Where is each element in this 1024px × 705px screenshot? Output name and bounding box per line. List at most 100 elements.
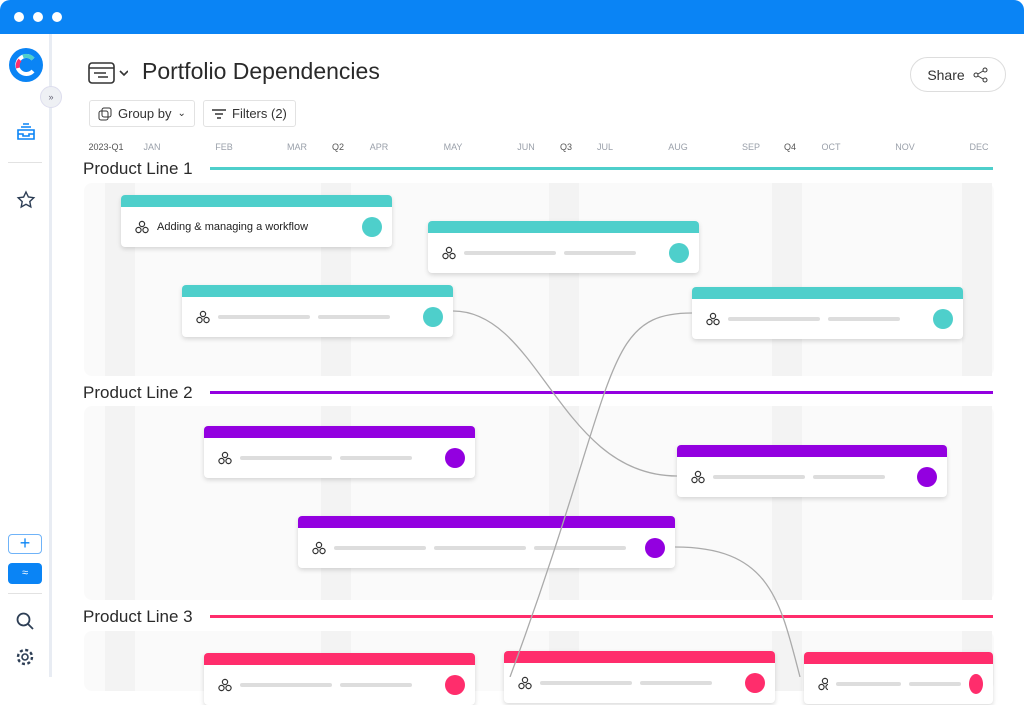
- roadmap-card[interactable]: [182, 285, 453, 337]
- chevron-down-icon: ⌄: [177, 108, 186, 119]
- dependency-icon: [196, 310, 210, 324]
- dependency-icon: [218, 451, 232, 465]
- app-logo-icon[interactable]: [9, 48, 43, 82]
- placeholder-bar: [813, 475, 885, 479]
- placeholder-bar: [728, 317, 820, 321]
- placeholder-bar: [464, 251, 556, 255]
- section-title: Product Line 1: [83, 159, 193, 178]
- dependency-icon: [135, 220, 149, 234]
- sidebar: » + ≈: [0, 34, 62, 677]
- group-icon: [98, 107, 112, 120]
- placeholder-bar: [334, 546, 426, 550]
- assignee-avatar[interactable]: [933, 309, 953, 329]
- placeholder-bar: [318, 315, 390, 319]
- window-dot-icon[interactable]: [14, 12, 24, 22]
- timeline-label: DEC: [969, 142, 989, 152]
- roadmap-card[interactable]: [298, 516, 675, 568]
- dependency-icon: [691, 470, 705, 484]
- roadmap-card[interactable]: Adding & managing a workflow: [121, 195, 392, 247]
- group-by-button[interactable]: Group by⌄: [89, 100, 195, 127]
- gear-icon[interactable]: [15, 647, 35, 667]
- quarter-stripe: [962, 406, 992, 600]
- assignee-avatar[interactable]: [445, 675, 465, 695]
- dependency-line[interactable]: [452, 310, 678, 477]
- filters-label: Filters (2): [232, 106, 287, 121]
- timeline-label: JUL: [596, 142, 614, 152]
- dependency-icon: [312, 541, 326, 555]
- divider: [8, 593, 42, 594]
- placeholder-bar: [564, 251, 636, 255]
- dependency-icon: [218, 678, 232, 692]
- timeline-label: JAN: [143, 142, 161, 152]
- card-color-bar: [692, 287, 963, 299]
- card-title: Adding & managing a workflow: [157, 221, 309, 233]
- quarter-stripe: [772, 183, 802, 376]
- dependency-line[interactable]: [509, 312, 693, 677]
- assignee-avatar[interactable]: [423, 307, 443, 327]
- card-color-bar: [182, 285, 453, 297]
- card-color-bar: [428, 221, 699, 233]
- window-dot-icon[interactable]: [33, 12, 43, 22]
- timeline-label: 2023-Q1: [88, 142, 124, 152]
- roadmap-card[interactable]: [204, 426, 475, 478]
- placeholder-bar: [434, 546, 526, 550]
- timeline-label: SEP: [741, 142, 761, 152]
- dependency-line[interactable]: [674, 546, 801, 677]
- section-line: [210, 391, 993, 394]
- timeline-label: Q3: [559, 142, 573, 152]
- quarter-stripe: [105, 406, 135, 600]
- timeline-label: OCT: [821, 142, 841, 152]
- filter-icon: [212, 108, 226, 119]
- placeholder-bar: [828, 317, 900, 321]
- timeline-label: NOV: [895, 142, 915, 152]
- dependency-icon: [818, 677, 828, 691]
- timeline-label: AUG: [668, 142, 688, 152]
- quarter-stripe: [962, 183, 992, 376]
- placeholder-bar: [340, 456, 412, 460]
- assignee-avatar[interactable]: [917, 467, 937, 487]
- section-title: Product Line 3: [83, 607, 193, 626]
- placeholder-bar: [540, 681, 632, 685]
- card-color-bar: [804, 652, 993, 664]
- expand-sidebar-icon[interactable]: »: [40, 86, 62, 108]
- timeline-label: Q2: [331, 142, 345, 152]
- add-icon[interactable]: +: [8, 534, 42, 554]
- quarter-stripe: [772, 406, 802, 600]
- assignee-avatar[interactable]: [968, 674, 983, 694]
- assignee-avatar[interactable]: [362, 217, 382, 237]
- placeholder-bar: [340, 683, 412, 687]
- placeholder-bar: [534, 546, 626, 550]
- inbox-icon[interactable]: [16, 122, 36, 140]
- placeholder-bar: [218, 315, 310, 319]
- timeline-label: APR: [369, 142, 389, 152]
- section-line: [210, 167, 993, 170]
- roadmap-card[interactable]: [428, 221, 699, 273]
- dependency-lines: [452, 310, 801, 677]
- card-color-bar: [204, 426, 475, 438]
- book-icon[interactable]: ≈: [8, 563, 42, 584]
- timeline-label: MAR: [287, 142, 307, 152]
- window-titlebar: [0, 0, 1024, 34]
- divider: [8, 162, 42, 163]
- roadmap-card[interactable]: [692, 287, 963, 339]
- roadmap-card[interactable]: [677, 445, 947, 497]
- card-color-bar: [121, 195, 392, 207]
- assignee-avatar[interactable]: [669, 243, 689, 263]
- quarter-stripe: [549, 183, 579, 376]
- share-icon: [973, 67, 988, 82]
- star-icon[interactable]: [16, 190, 36, 210]
- window-dot-icon[interactable]: [52, 12, 62, 22]
- page-title: Portfolio Dependencies: [142, 58, 380, 84]
- timeline-label: FEB: [215, 142, 233, 152]
- assignee-avatar[interactable]: [445, 448, 465, 468]
- dependency-icon: [706, 312, 720, 326]
- section-title: Product Line 2: [83, 383, 193, 402]
- placeholder-bar: [240, 683, 332, 687]
- card-color-bar: [204, 653, 475, 665]
- view-switcher-icon[interactable]: [88, 62, 128, 84]
- share-button[interactable]: Share: [910, 57, 1006, 92]
- filters-button[interactable]: Filters (2): [203, 100, 296, 127]
- assignee-avatar[interactable]: [645, 538, 665, 558]
- timeline-label: MAY: [443, 142, 463, 152]
- search-icon[interactable]: [15, 611, 35, 631]
